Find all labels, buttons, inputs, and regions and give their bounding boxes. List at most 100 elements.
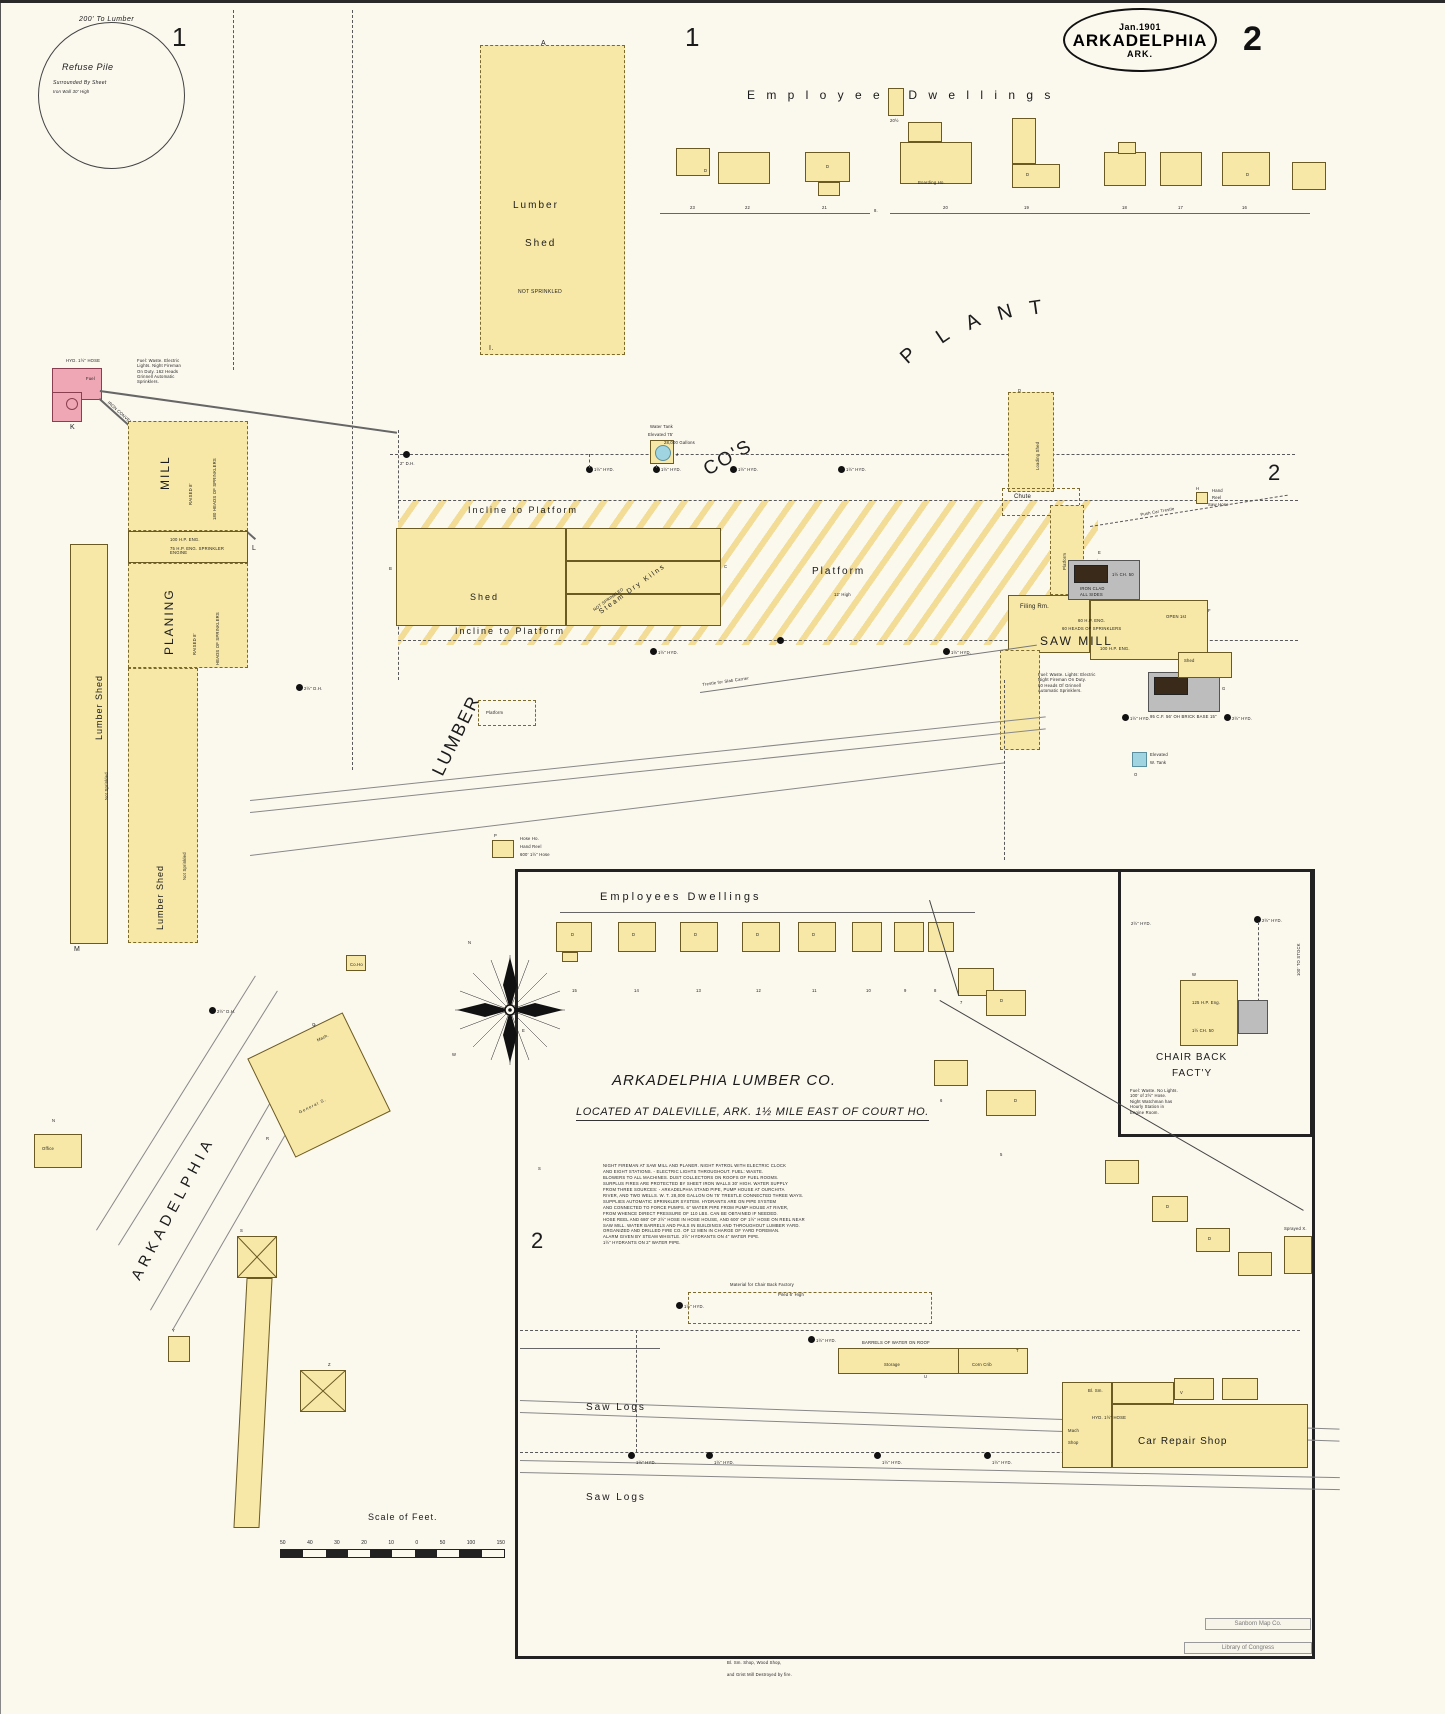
- mach-shop-block: [1062, 1382, 1112, 1468]
- sawmill-note-4: Automatic Sprinklers.: [1038, 688, 1082, 694]
- hydrant-1-stem: [589, 454, 590, 468]
- dwelling-number-19: 19: [1024, 205, 1030, 210]
- long-narrow-strip: [233, 1278, 273, 1528]
- employees-dwellings-inset-label: Employees Dwellings: [600, 891, 762, 903]
- chute-label: Chute: [1014, 494, 1032, 500]
- hydrant-9-label: 2½" D.H.: [217, 1009, 236, 1014]
- hydrant-1-label: 1½" HYD.: [594, 467, 615, 472]
- refuse-pile-note-2: Iron Wall 30' High: [53, 89, 90, 94]
- mid-rail-curve-1: [250, 716, 1046, 801]
- note-line-12: ORGANIZED AND DRILLED FIRE CO. OF 12 MEN…: [603, 1228, 780, 1234]
- cartouche-date: Jan.1901: [1118, 21, 1162, 32]
- cartouche-city: ARKADELPHIA: [1072, 30, 1208, 50]
- chair-hydrant-main: [1258, 922, 1259, 1022]
- dwelling-number-23: 23: [690, 205, 696, 210]
- chair-back-boiler: [1238, 1000, 1268, 1034]
- title-cartouche: Jan.1901 ARKADELPHIA ARK.: [1063, 8, 1217, 72]
- boiler-e-furnace: [1074, 565, 1108, 583]
- inset-dwelling-5: [1105, 1160, 1139, 1184]
- dwelling-21: [805, 152, 850, 182]
- mill-raised-label: RAISED 8': [188, 483, 193, 505]
- saw-mill-block: [1090, 600, 1208, 660]
- dry-kiln-2: [566, 561, 721, 594]
- inset-dwelling-12: [742, 922, 780, 952]
- material-dash-main: [520, 1330, 1300, 1331]
- office-label: Office: [42, 1146, 55, 1151]
- note-line-14: 1½" HYDRANTS ON 2" WATER PIPE.: [603, 1240, 681, 1246]
- edge-number-top-mid: 1: [685, 22, 700, 52]
- boiler-capacity-label: HYD. 1½" HOSE: [66, 358, 101, 363]
- saw-logs-label-1: Saw Logs: [586, 1402, 646, 1413]
- saw-annex-label: Shed: [1184, 658, 1195, 663]
- platform-height-label: 12' High: [834, 592, 851, 597]
- water-main-dashline: [390, 454, 1295, 455]
- saw-logs-hydrant-3: [874, 1452, 881, 1459]
- inset-number-9: 9: [904, 988, 907, 993]
- saw-annex: [1178, 652, 1232, 678]
- chair-note-5: Engine Room.: [1130, 1109, 1159, 1115]
- mill-sprinklers-label: 180 HEADS OF SPRINKLERS: [212, 458, 217, 520]
- extra-block: [1222, 1378, 1258, 1400]
- note-line-3: BLOWERS TO ALL MACHINES. DUST COLLECTORS…: [603, 1174, 779, 1180]
- dwelling-23: [676, 148, 710, 176]
- inset-street-line: [560, 912, 975, 913]
- refuse-pile-circle: [38, 22, 185, 169]
- inset-d-15: D: [571, 932, 575, 937]
- dwelling-18: [1104, 152, 1146, 186]
- footer-note-2: and Grist Mill Destroyed by fire.: [727, 1672, 793, 1677]
- key-letter-m: M: [74, 946, 81, 953]
- inset-d-3: D: [1208, 1236, 1212, 1241]
- key-letter-u: U: [924, 1374, 928, 1379]
- scale-tick-3: 20: [361, 1540, 367, 1546]
- hydrant-11: [1224, 714, 1231, 721]
- title-location: LOCATED AT DALEVILLE, ARK. 1½ MILE EAST …: [576, 1106, 929, 1121]
- dwelling-number-18: 18: [1122, 205, 1128, 210]
- hydrant-4: [838, 466, 845, 473]
- dwelling-key-d-3: D: [1026, 172, 1030, 177]
- inset-dwelling-11: [798, 922, 836, 952]
- sawmill-note-2: Night Fireman On Duty.: [1038, 677, 1087, 683]
- dwelling-key-d-1: D: [704, 168, 708, 173]
- elevated-tank-line2: W. Tank: [1150, 760, 1167, 765]
- key-letter-h: H: [1196, 486, 1200, 491]
- inset-dwelling-4: [1152, 1196, 1188, 1222]
- dwelling-19-a: [1012, 118, 1036, 164]
- saw-logs-hydrant-label-3: 1½" HYD.: [882, 1460, 903, 1465]
- compass-south: S: [538, 1166, 541, 1171]
- note-line-10: HOSE REEL AND 680' OF 2½" HOSE IN HOSE H…: [603, 1216, 805, 1222]
- title-company: ARKADELPHIA LUMBER CO.: [612, 1072, 836, 1089]
- saw-eng-100hp: 100 H.P. ENG.: [1100, 646, 1130, 651]
- chair-hydrant-label-1: 2½" HYD.: [1131, 921, 1152, 926]
- street-marker: 8.: [874, 208, 878, 213]
- water-tank-line-2: Elevated 75': [648, 432, 674, 437]
- scale-tick-5: 0: [415, 1540, 419, 1546]
- edge-number-bottom-left: 2: [531, 1228, 544, 1253]
- plant-letter-l: L: [932, 323, 954, 349]
- saw-mill-south-strip: [1000, 650, 1040, 750]
- key-letter-l: L: [252, 545, 257, 552]
- key-letter-g: G: [1222, 686, 1226, 691]
- chair-note-1: Fuel: Waste. No Lights.: [1130, 1088, 1178, 1093]
- scale-tick-7: 100: [466, 1540, 476, 1546]
- scale-bar: Scale of Feet. 50 40 30 20 10 0 50 100 1…: [280, 1512, 505, 1558]
- sanborn-stamp: Sanborn Map Co.: [1205, 1618, 1311, 1630]
- dwelling-key-d-4: D: [1246, 172, 1250, 177]
- incline-top-label: Incline to Platform: [468, 505, 579, 515]
- saw-logs-label-2: Saw Logs: [586, 1492, 646, 1503]
- bl-sm-block: [1112, 1382, 1174, 1404]
- lumber-shed-left-1-label: Lumber Shed: [94, 674, 104, 740]
- planing-label: PLANING: [162, 588, 176, 655]
- hydrant-2: [653, 466, 660, 473]
- planer-note-block: Fuel: Waste. Electric Lights. Night Fire…: [137, 358, 181, 384]
- key-letter-r: R: [266, 1136, 270, 1141]
- mill-label: MILL: [158, 455, 172, 490]
- chute-block: [1002, 488, 1080, 516]
- hydrant-7: [943, 648, 950, 655]
- shed-label: Shed: [470, 592, 500, 602]
- material-hydrant-label-1: 1½" HYD.: [684, 1304, 705, 1309]
- property-line-vert-2: [352, 10, 353, 770]
- yard-box-q-label: Co.Ho: [350, 962, 363, 967]
- v-block: [1174, 1378, 1214, 1400]
- lumber-shed-left-1: [70, 544, 108, 944]
- inset-number-13: 13: [696, 988, 702, 993]
